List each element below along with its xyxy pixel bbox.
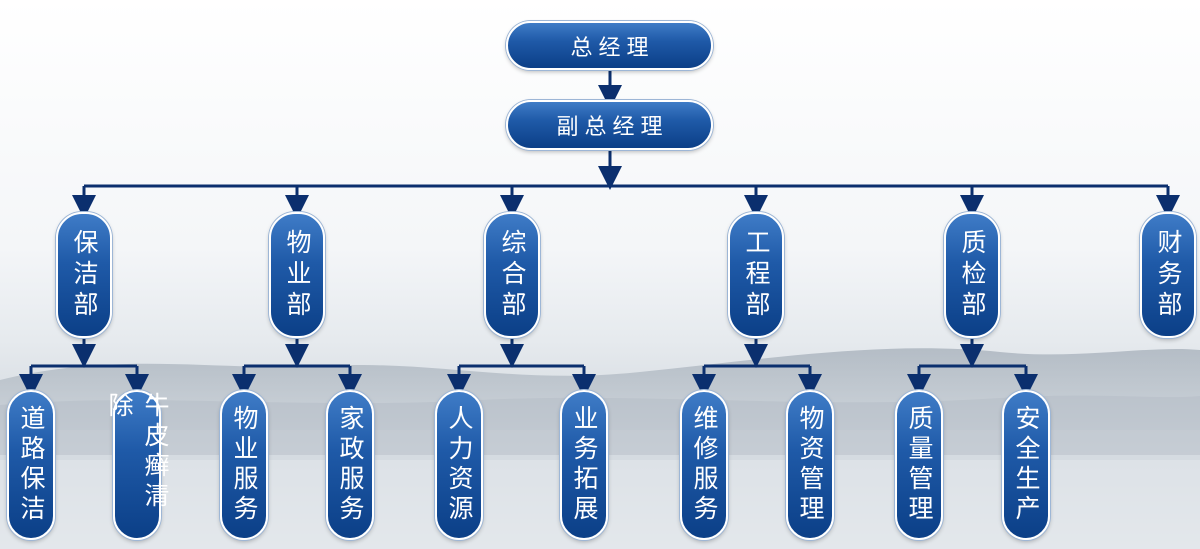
department-node-cleaning: 保洁部	[56, 212, 112, 338]
department-node-property: 物业部	[269, 212, 325, 338]
general-manager-label: 总经理	[570, 35, 655, 61]
deputy-general-manager-node: 副总经理	[506, 100, 713, 150]
sub-node-label: 道路保洁	[17, 405, 46, 525]
sub-node-property-service: 物业服务	[220, 390, 268, 540]
sub-node-label: 牛皮癣清除	[105, 392, 170, 512]
sub-node-maintenance: 维修服务	[680, 390, 728, 540]
sub-node-human-resources: 人力资源	[435, 390, 483, 540]
department-node-engineering: 工程部	[728, 212, 784, 338]
sub-node-label: 安全生产	[1012, 405, 1041, 525]
sub-node-label: 物资管理	[796, 405, 825, 525]
sub-node-label: 维修服务	[690, 405, 719, 525]
sub-node-quality-management: 质量管理	[895, 390, 943, 540]
deputy-general-manager-label: 副总经理	[556, 115, 669, 140]
sub-node-road-cleaning: 道路保洁	[7, 390, 55, 540]
department-label: 保洁部	[70, 228, 99, 322]
department-label: 综合部	[498, 228, 527, 322]
sub-node-label: 人力资源	[445, 405, 474, 525]
general-manager-node: 总经理	[506, 21, 713, 70]
department-node-finance: 财务部	[1140, 212, 1196, 338]
sub-node-safety: 安全生产	[1002, 390, 1050, 540]
sub-node-label: 物业服务	[230, 405, 259, 525]
sub-node-label: 家政服务	[336, 405, 365, 525]
sub-node-materials: 物资管理	[786, 390, 834, 540]
department-label: 物业部	[283, 228, 312, 322]
department-label: 工程部	[742, 228, 771, 322]
sub-node-label: 质量管理	[905, 405, 934, 525]
department-label: 质检部	[958, 228, 987, 322]
department-node-quality: 质检部	[944, 212, 1000, 338]
sub-node-business-development: 业务拓展	[560, 390, 608, 540]
sub-node-housekeeping: 家政服务	[326, 390, 374, 540]
sub-node-ad-removal: 牛皮癣清除	[105, 390, 170, 540]
sub-node-label: 业务拓展	[570, 405, 599, 525]
department-node-general: 综合部	[484, 212, 540, 338]
department-label: 财务部	[1154, 228, 1183, 322]
